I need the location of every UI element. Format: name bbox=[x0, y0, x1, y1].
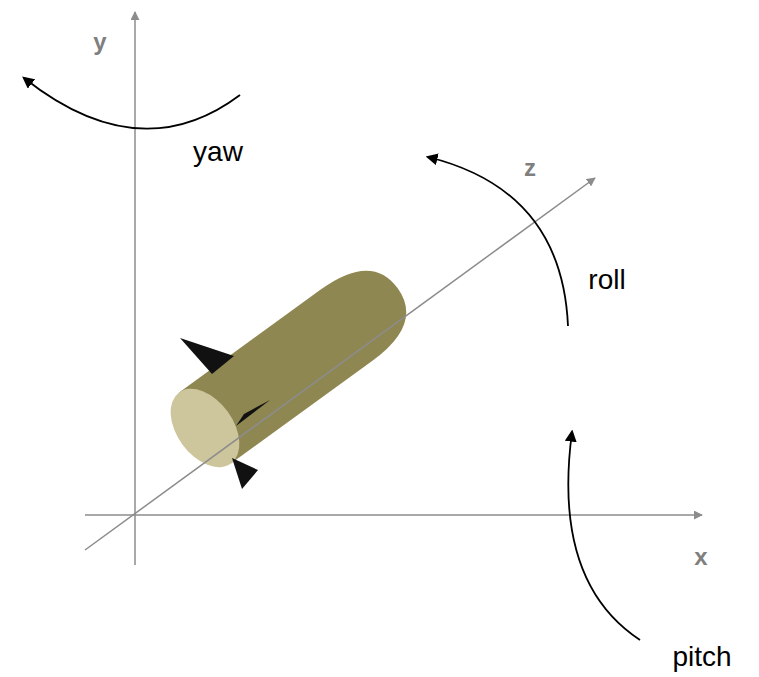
z-axis bbox=[85, 178, 595, 550]
y-axis bbox=[134, 12, 136, 565]
roll-arrow bbox=[428, 157, 568, 326]
rotation-label: roll bbox=[588, 265, 625, 296]
axis-label: z bbox=[524, 155, 536, 181]
pitch-arrow bbox=[568, 432, 640, 640]
rocket bbox=[156, 253, 423, 481]
rocket-fin bbox=[232, 458, 258, 489]
x-axis bbox=[85, 514, 702, 516]
rotation-label: pitch bbox=[672, 642, 731, 673]
rocket-fin bbox=[180, 338, 234, 374]
axis-label: y bbox=[93, 29, 106, 55]
axis-label: x bbox=[694, 544, 707, 570]
rotation-label: yaw bbox=[193, 137, 243, 168]
rocket-fin bbox=[236, 400, 270, 426]
yaw-arrow bbox=[24, 78, 240, 129]
